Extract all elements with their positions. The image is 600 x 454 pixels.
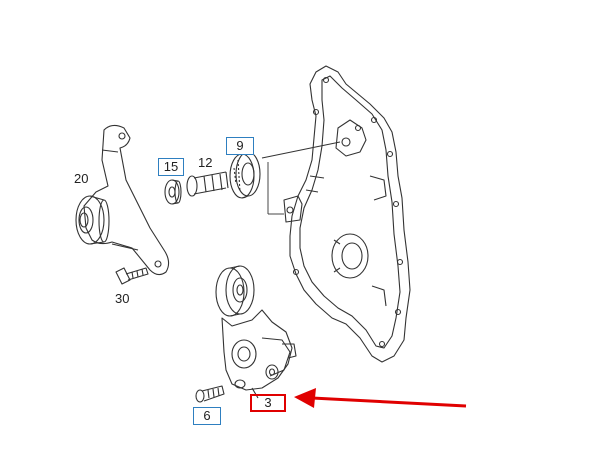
- label-part-15: 15: [158, 158, 184, 176]
- bolt-part-6: [195, 385, 225, 403]
- pulley-hub-part-20: [75, 195, 110, 245]
- timing-cover: [283, 65, 411, 363]
- red-pointer-arrow: [294, 388, 467, 408]
- leader-lines: [261, 141, 341, 215]
- label-part-9: 9: [226, 137, 254, 155]
- belt-tensioner-part-3: [215, 265, 297, 399]
- bolt-part-30: [115, 267, 149, 285]
- label-part-12: 12: [198, 155, 213, 170]
- idler-pulley-part-9: [229, 151, 261, 199]
- label-part-3-highlighted: 3: [250, 394, 286, 412]
- bolt-part-12: [186, 171, 229, 197]
- washer-part-15: [164, 179, 182, 205]
- label-part-20: 20: [74, 171, 89, 186]
- label-part-30: 30: [115, 291, 130, 306]
- bracket-part-20: [83, 124, 170, 276]
- label-part-6: 6: [193, 407, 221, 425]
